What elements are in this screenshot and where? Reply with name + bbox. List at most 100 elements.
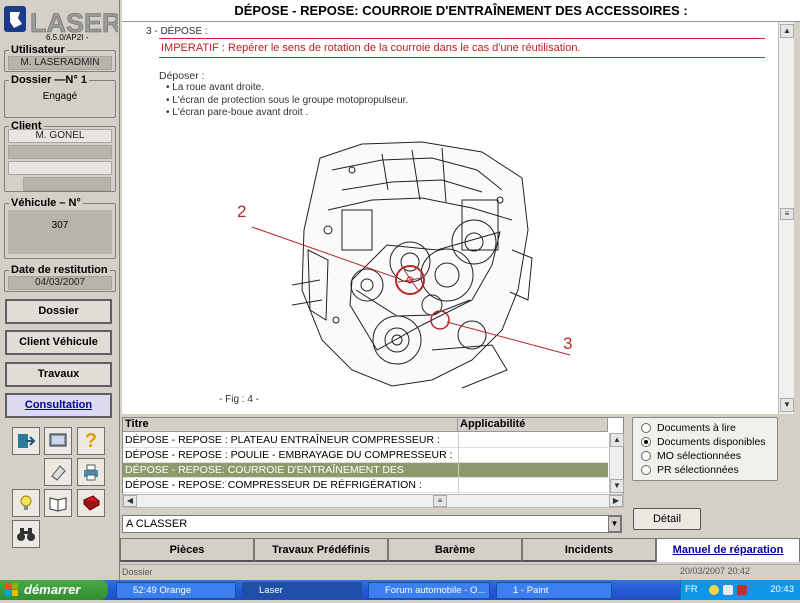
client-field-4 xyxy=(23,177,111,191)
tab-incidents[interactable]: Incidents xyxy=(522,538,656,562)
radio-dot[interactable] xyxy=(641,465,651,475)
section-heading: 3 - DÉPOSE : xyxy=(146,26,208,37)
status-datetime: 20/03/2007 20:42 xyxy=(680,566,751,576)
vehicle-group: Véhicule – N° 307 xyxy=(4,197,116,259)
radio-pr-selectionnees[interactable]: PR sélectionnées xyxy=(641,464,739,476)
book-icon[interactable] xyxy=(44,489,72,517)
column-header-titre[interactable]: Titre xyxy=(123,418,458,432)
scroll-up-icon[interactable]: ▲ xyxy=(780,24,794,38)
radio-label: PR sélectionnées xyxy=(657,464,739,476)
warning-box: IMPERATIF : Repérer le sens de rotation … xyxy=(159,38,765,58)
version-label: 6.5.0/AP2I - xyxy=(46,33,89,42)
table-row[interactable]: DÉPOSE - REPOSE: COMPRESSEUR DE RÉFRIGÉR… xyxy=(123,478,608,493)
tab-travaux-predefinis[interactable]: Travaux Prédéfinis xyxy=(254,538,388,562)
start-button[interactable]: démarrer xyxy=(0,580,108,600)
classer-select[interactable]: A CLASSER xyxy=(122,515,622,533)
taskbar-item-laser[interactable]: Laser xyxy=(242,582,362,599)
client-name-field: M. GONEL xyxy=(8,129,112,143)
printer-icon[interactable] xyxy=(77,458,105,486)
client-field-3 xyxy=(8,161,112,175)
user-field: M. LASERADMIN xyxy=(8,56,112,70)
radio-mo-selectionnees[interactable]: MO sélectionnées xyxy=(641,450,741,462)
screen-icon[interactable] xyxy=(44,427,72,455)
restitution-group: Date de restitution 04/03/2007 xyxy=(4,264,116,292)
table-horizontal-scrollbar[interactable]: ◀ ≡ ▶ xyxy=(122,494,624,508)
exit-icon[interactable] xyxy=(12,427,40,455)
client-field-2 xyxy=(8,145,112,159)
client-vehicule-button[interactable]: Client Véhicule xyxy=(5,330,112,355)
user-group: Utilisateur M. LASERADMIN xyxy=(4,44,116,72)
windows-logo-icon xyxy=(5,583,19,597)
document-title: DÉPOSE - REPOSE: COURROIE D'ENTRAÎNEMENT… xyxy=(122,0,800,22)
left-panel: LASER 6.5.0/AP2I - Utilisateur M. LASERA… xyxy=(0,0,122,580)
list-item: • L'écran de protection sous le groupe m… xyxy=(166,94,409,106)
vehicle-model-field: 307 xyxy=(8,210,112,254)
eraser-icon[interactable] xyxy=(44,458,72,486)
radio-dot[interactable] xyxy=(641,423,651,433)
peugeot-lion-icon xyxy=(4,6,26,32)
clock: 20:43 xyxy=(770,584,794,595)
language-indicator[interactable]: FR xyxy=(685,584,698,595)
radio-label: Documents à lire xyxy=(657,422,736,434)
column-divider xyxy=(458,433,459,493)
column-header-applicabilite[interactable]: Applicabilité xyxy=(458,418,608,432)
dossier-status: Engagé xyxy=(42,91,78,102)
radio-label: MO sélectionnées xyxy=(657,450,742,462)
scroll-thumb[interactable]: ≡ xyxy=(780,208,794,220)
radio-documents-a-lire[interactable]: Documents à lire xyxy=(641,422,736,434)
scroll-thumb[interactable]: ≡ xyxy=(433,495,447,507)
radio-dot[interactable] xyxy=(641,451,651,461)
consultation-button[interactable]: Consultation xyxy=(5,393,112,418)
deposer-list: • La roue avant droite. • L'écran de pro… xyxy=(166,82,408,120)
document-filter-group: Documents à lire Documents disponibles M… xyxy=(632,417,778,481)
document-scrollbar[interactable]: ▲ ≡ ▼ xyxy=(778,22,794,414)
red-book-icon[interactable] xyxy=(77,489,105,517)
bottom-tabs: Pièces Travaux Prédéfinis Barème Inciden… xyxy=(120,538,800,564)
scroll-right-icon[interactable]: ▶ xyxy=(609,495,623,507)
list-item: • La roue avant droite. xyxy=(166,82,265,93)
status-bar: Dossier xyxy=(120,564,800,580)
table-row-selected[interactable]: DÉPOSE - REPOSE: COURROIE D'ENTRAÎNEMENT… xyxy=(123,463,608,478)
system-tray: FR 20:43 xyxy=(680,580,800,600)
lightbulb-icon[interactable] xyxy=(12,489,40,517)
taskbar-item-orange[interactable]: 52:49 Orange xyxy=(116,582,236,599)
travaux-button[interactable]: Travaux xyxy=(5,362,112,387)
chevron-down-icon[interactable]: ▼ xyxy=(608,516,621,532)
detail-button[interactable]: Détail xyxy=(633,508,701,530)
radio-label: Documents disponibles xyxy=(657,436,766,448)
scroll-down-icon[interactable]: ▼ xyxy=(780,398,794,412)
table-row[interactable]: DÉPOSE - REPOSE : PLATEAU ENTRAÎNEUR COM… xyxy=(123,433,608,448)
svg-text:LASER: LASER xyxy=(30,8,118,38)
restitution-date-field: 04/03/2007 xyxy=(8,276,112,290)
taskbar-item-forum[interactable]: Forum automobile - O... xyxy=(368,582,490,599)
callout-3-label: 3 xyxy=(563,334,573,353)
dossier-group-title: Dossier —N° 1 xyxy=(9,74,89,86)
engine-figure xyxy=(251,141,571,389)
warning-text: IMPERATIF : Repérer le sens de rotation … xyxy=(161,42,581,54)
tab-bareme[interactable]: Barème xyxy=(388,538,522,562)
documents-table: Titre Applicabilité DÉPOSE - REPOSE : PL… xyxy=(122,417,624,495)
dossier-group: Dossier —N° 1 Engagé xyxy=(4,74,116,118)
start-label: démarrer xyxy=(24,582,81,597)
radio-dot-selected[interactable] xyxy=(641,437,651,447)
scroll-down-icon[interactable]: ▼ xyxy=(610,479,624,493)
list-item: • L'écran pare-boue avant droit . xyxy=(166,107,309,118)
laser-logo: LASER xyxy=(2,2,122,44)
tab-pieces[interactable]: Pièces xyxy=(120,538,254,562)
restitution-group-title: Date de restitution xyxy=(9,264,110,276)
help-icon[interactable]: ? xyxy=(77,427,105,455)
binoculars-icon[interactable] xyxy=(12,520,40,548)
table-row[interactable]: DÉPOSE - REPOSE : POULIE - EMBRAYAGE DU … xyxy=(123,448,608,463)
callout-2-label: 2 xyxy=(237,202,247,221)
scroll-up-icon[interactable]: ▲ xyxy=(610,433,624,447)
figure-caption: - Fig : 4 - xyxy=(219,394,260,405)
scroll-left-icon[interactable]: ◀ xyxy=(123,495,137,507)
dossier-button[interactable]: Dossier xyxy=(5,299,112,324)
table-scrollbar[interactable]: ▲ ▼ xyxy=(609,433,624,494)
taskbar-item-paint[interactable]: 1 - Paint xyxy=(496,582,612,599)
tab-manuel-reparation[interactable]: Manuel de réparation xyxy=(656,538,800,562)
radio-documents-disponibles[interactable]: Documents disponibles xyxy=(641,436,766,448)
tray-icon[interactable] xyxy=(709,585,719,595)
tray-icon[interactable] xyxy=(737,585,747,595)
tray-icon[interactable] xyxy=(723,585,733,595)
